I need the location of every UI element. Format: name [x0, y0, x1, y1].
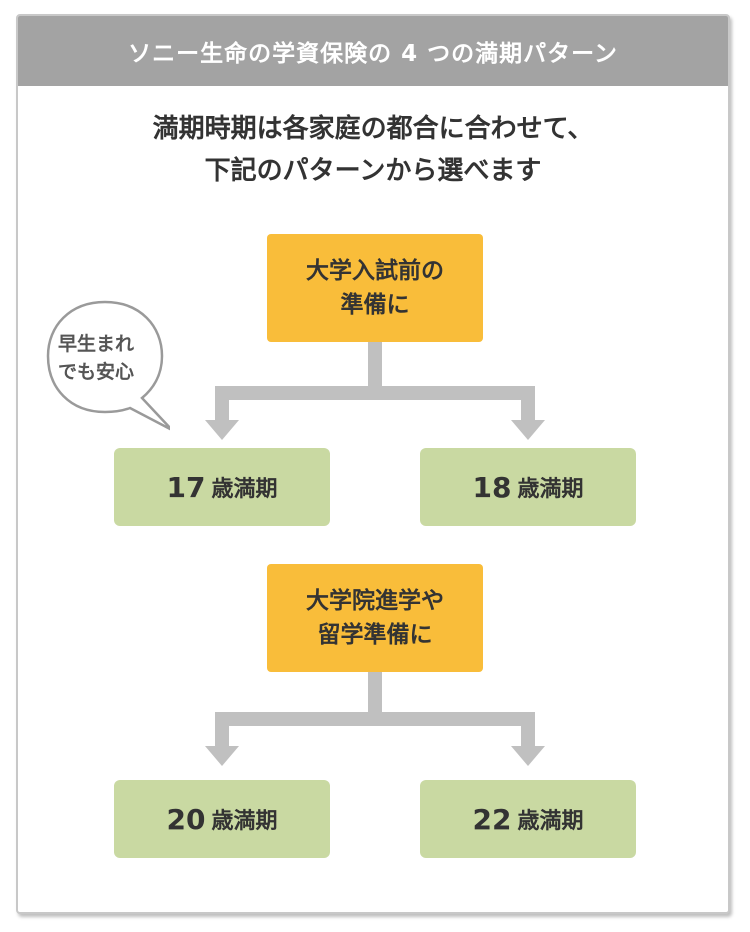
purpose-line-1: 大学院進学や — [306, 588, 444, 614]
connector-right-drop-2 — [521, 712, 535, 748]
term-box-17: 17 歳満期 — [114, 448, 330, 526]
purpose-line-2: 留学準備に — [317, 622, 433, 648]
term-age: 20 — [166, 802, 206, 836]
arrow-head-17 — [205, 420, 239, 440]
term-age: 22 — [472, 802, 512, 836]
term-unit: 歳満期 — [211, 477, 278, 502]
term-age: 18 — [472, 470, 512, 504]
arrow-head-22 — [511, 746, 545, 766]
connector-left-drop-2 — [215, 712, 229, 748]
term-unit: 歳満期 — [517, 477, 584, 502]
connector-right-drop-1 — [521, 386, 535, 422]
connector-stem-2 — [368, 672, 382, 716]
arrow-head-18 — [511, 420, 545, 440]
term-unit: 歳満期 — [517, 809, 584, 834]
header-title: ソニー生命の学資保険の 4 つの満期パターン — [128, 41, 618, 67]
connector-bar-1 — [215, 386, 535, 400]
bubble-line-1: 早生まれ — [57, 333, 134, 355]
purpose-box-graduate-study: 大学院進学や 留学準備に — [267, 564, 483, 672]
term-unit: 歳満期 — [211, 809, 278, 834]
intro-line-1: 満期時期は各家庭の都合に合わせて、 — [152, 114, 594, 144]
bubble-line-2: でも安心 — [57, 361, 134, 383]
purpose-box-entrance-exam: 大学入試前の 準備に — [267, 234, 483, 342]
connector-left-drop-1 — [215, 386, 229, 422]
speech-bubble — [46, 300, 170, 431]
bubble-text: 早生まれ でも安心 — [40, 330, 152, 386]
purpose-line-2: 準備に — [340, 292, 410, 318]
connector-bar-2 — [215, 712, 535, 726]
card-header: ソニー生命の学資保険の 4 つの満期パターン — [18, 16, 728, 86]
term-age: 17 — [166, 470, 206, 504]
term-box-18: 18 歳満期 — [420, 448, 636, 526]
connector-stem-1 — [368, 342, 382, 386]
purpose-line-1: 大学入試前の — [306, 258, 444, 284]
term-box-20: 20 歳満期 — [114, 780, 330, 858]
intro-text: 満期時期は各家庭の都合に合わせて、 下記のパターンから選べます — [16, 108, 730, 192]
intro-line-2: 下記のパターンから選べます — [204, 156, 542, 186]
arrow-head-20 — [205, 746, 239, 766]
term-box-22: 22 歳満期 — [420, 780, 636, 858]
